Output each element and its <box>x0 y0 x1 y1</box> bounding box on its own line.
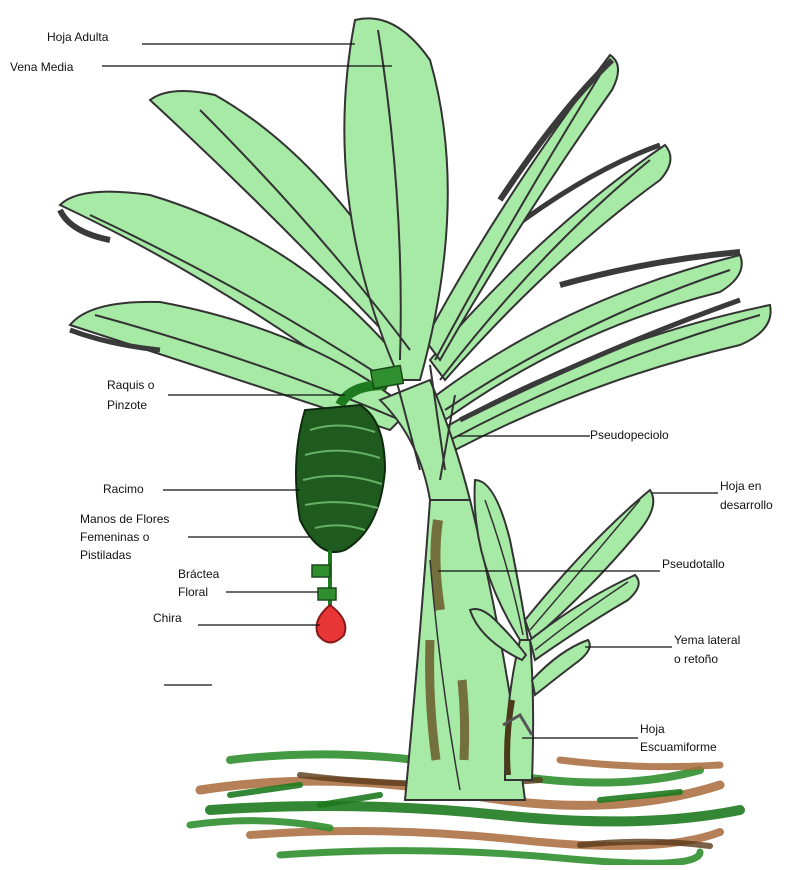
label-bractea-line2: Floral <box>178 585 208 600</box>
bract <box>312 565 330 577</box>
label-racimo: Racimo <box>103 482 144 497</box>
label-raquis-line1: Raquis o <box>107 378 154 393</box>
label-chira: Chira <box>153 611 182 626</box>
label-pseudotallo: Pseudotallo <box>662 557 725 572</box>
label-pseudopeciolo: Pseudopeciolo <box>590 428 669 443</box>
label-escuamiforme-line1: Hoja <box>640 722 665 737</box>
label-yema-line1: Yema lateral <box>674 633 740 648</box>
label-escuamiforme-line2: Escuamiforme <box>640 740 717 755</box>
label-manos-line3: Pistiladas <box>80 548 131 563</box>
label-yema-line2: o retoño <box>674 652 718 667</box>
label-hoja-desarrollo-line2: desarrollo <box>720 498 773 513</box>
label-manos-line2: Femeninas o <box>80 530 149 545</box>
label-raquis-line2: Pinzote <box>107 398 147 413</box>
label-hoja-desarrollo-line1: Hoja en <box>720 479 761 494</box>
label-hoja-adulta: Hoja Adulta <box>47 30 108 45</box>
chira <box>317 605 346 643</box>
label-manos-line1: Manos de Flores <box>80 512 169 527</box>
label-vena-media: Vena Media <box>10 60 73 75</box>
label-bractea-line1: Bráctea <box>178 567 219 582</box>
